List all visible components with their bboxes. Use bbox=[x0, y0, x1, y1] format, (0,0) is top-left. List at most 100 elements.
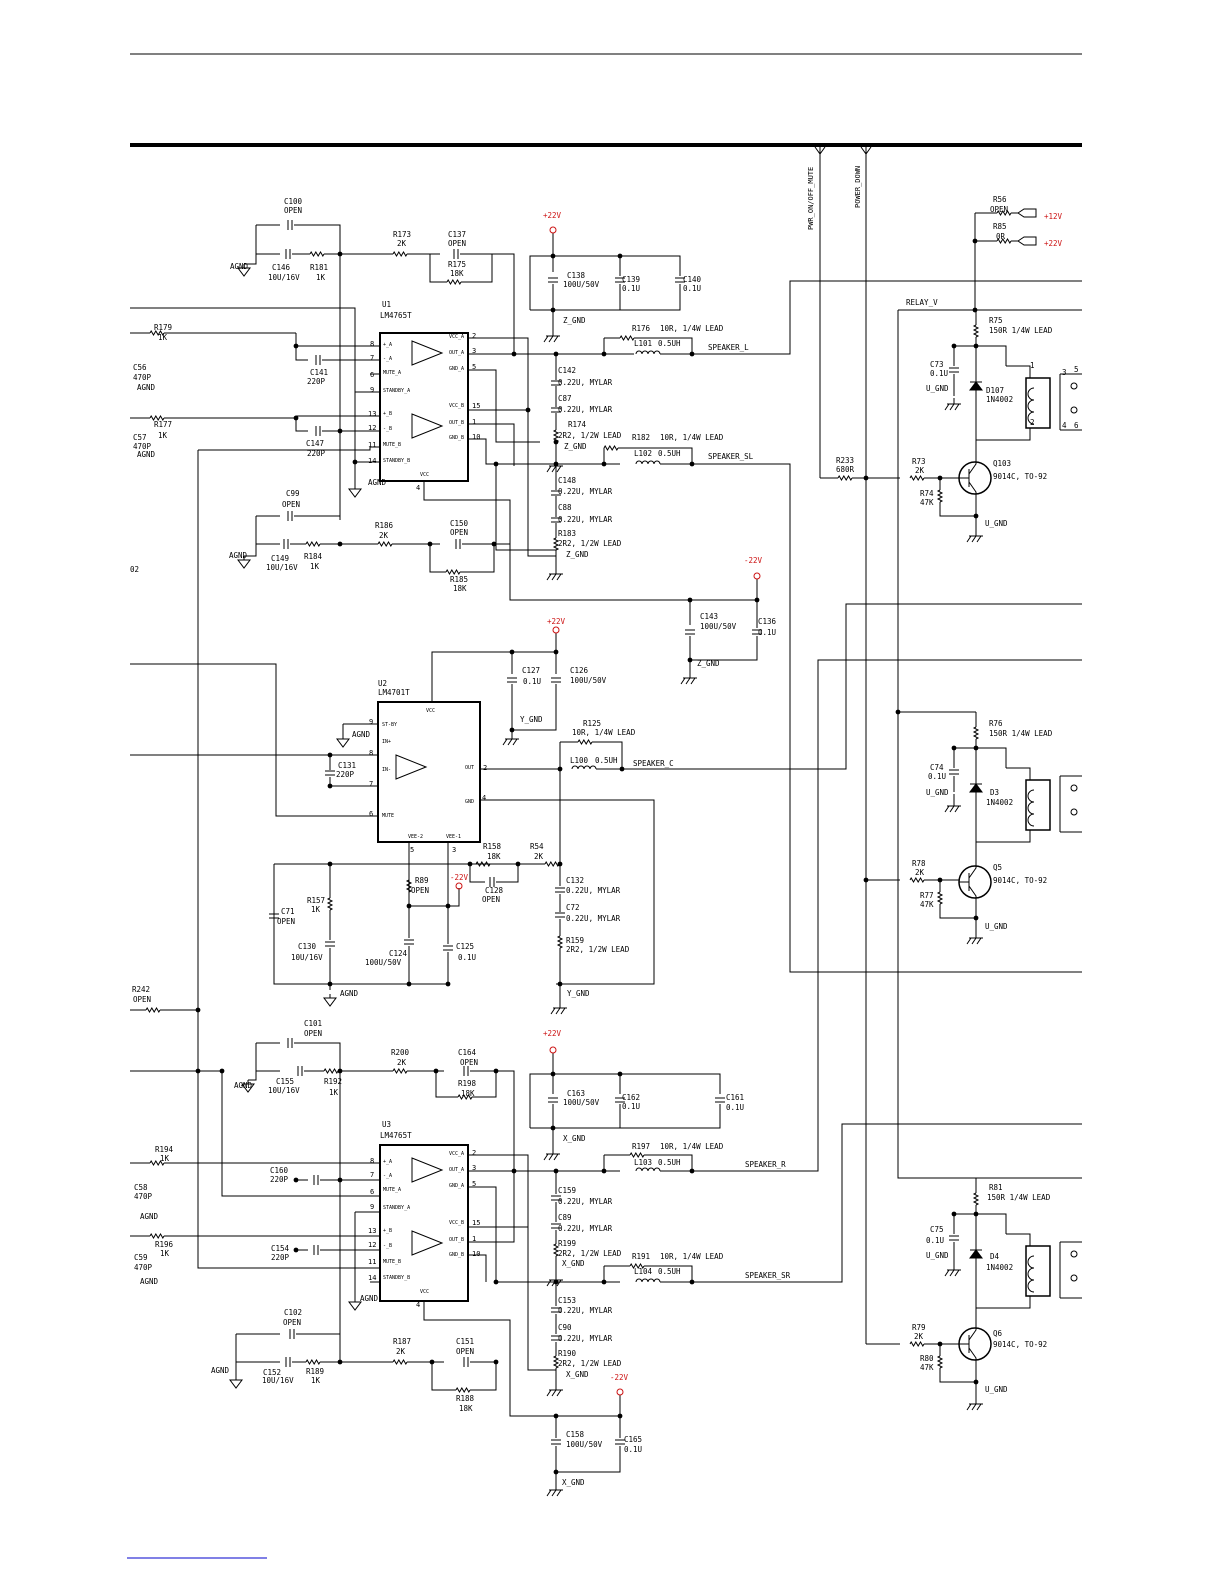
label-r80: R80 bbox=[920, 1354, 934, 1363]
label-c128: C128 bbox=[485, 886, 504, 895]
capacitor bbox=[507, 677, 517, 683]
label-r81: R81 bbox=[989, 1183, 1003, 1192]
capacitor bbox=[548, 277, 558, 283]
relay-contact bbox=[1070, 382, 1078, 390]
label-agnd2: AGND bbox=[137, 383, 156, 392]
ground-symbol bbox=[546, 568, 563, 581]
rail-arrow bbox=[860, 146, 872, 155]
junction-dot bbox=[327, 783, 333, 789]
resistor bbox=[909, 1341, 925, 1347]
label-c132: C132 bbox=[566, 876, 584, 885]
capacitor bbox=[551, 1195, 561, 1201]
label-zgnd1: Z_GND bbox=[563, 316, 586, 325]
label-spkr: SPEAKER_R bbox=[745, 1160, 786, 1169]
label-agnd4: AGND bbox=[368, 478, 387, 487]
ground-symbol bbox=[229, 1376, 243, 1389]
junction-dot bbox=[337, 1359, 343, 1365]
label-c146v: 10U/16V bbox=[268, 273, 300, 282]
label-c88v: 0.22U, MYLAR bbox=[558, 515, 613, 524]
label-c140: C140 bbox=[683, 275, 702, 284]
wire bbox=[968, 481, 977, 500]
junction-dot bbox=[689, 1168, 695, 1174]
label-relayv: RELAY_V bbox=[906, 298, 938, 307]
label-r85: R85 bbox=[993, 222, 1007, 231]
label-r191: R191 bbox=[632, 1252, 650, 1261]
resistor bbox=[323, 1068, 339, 1074]
label-ugnd4: U_GND bbox=[985, 922, 1008, 931]
wire bbox=[939, 1368, 976, 1383]
junction-dot bbox=[219, 1068, 225, 1074]
label-r56v: OPEN bbox=[990, 205, 1008, 214]
u2-pin-6: GND bbox=[465, 799, 474, 805]
junction-dot bbox=[327, 861, 333, 867]
label-c75v: 0.1U bbox=[926, 1236, 944, 1245]
label-c141v: 220P bbox=[307, 377, 326, 386]
wire bbox=[527, 338, 556, 557]
label-r175: R175 bbox=[448, 260, 466, 269]
junction-dot bbox=[337, 1068, 343, 1074]
label-r80v: 47K bbox=[920, 1363, 934, 1372]
junction-dot bbox=[973, 513, 979, 519]
wire bbox=[423, 1301, 556, 1417]
label-d107v: 1N4002 bbox=[986, 395, 1013, 404]
label-r184v: 1K bbox=[310, 562, 320, 571]
label-c131: C131 bbox=[338, 761, 356, 770]
power-terminal bbox=[616, 1388, 624, 1396]
resistor bbox=[305, 1359, 321, 1365]
label-agnd11: AGND bbox=[360, 1294, 379, 1303]
junction-dot bbox=[493, 1279, 499, 1285]
relay-coil bbox=[1025, 779, 1051, 831]
label-r181: R181 bbox=[310, 263, 328, 272]
u3-pin-5: -_B bbox=[383, 1243, 392, 1249]
resistor bbox=[972, 726, 980, 740]
ground-symbol bbox=[241, 1080, 255, 1093]
ground-symbol bbox=[237, 264, 251, 277]
junction-dot bbox=[493, 1068, 499, 1074]
label-r185v: 18K bbox=[453, 584, 467, 593]
resistor bbox=[457, 1094, 473, 1100]
junction-dot bbox=[601, 1168, 607, 1174]
u3-part: LM4765T bbox=[380, 1131, 412, 1140]
ground-symbol bbox=[966, 932, 983, 945]
wire bbox=[939, 904, 976, 919]
label-c59v: 470P bbox=[134, 1263, 153, 1272]
rail-arrow bbox=[814, 146, 826, 155]
label-c151v: OPEN bbox=[456, 1347, 474, 1356]
label-relaypins: 1 bbox=[1030, 361, 1035, 370]
wire bbox=[164, 415, 380, 419]
label-agnd1: AGND bbox=[230, 262, 249, 271]
u3-pinnum-3: 9 bbox=[370, 1203, 374, 1211]
label-c130: C130 bbox=[298, 942, 317, 951]
label-l103v: 0.5UH bbox=[658, 1158, 681, 1167]
relay-contact bbox=[1070, 406, 1078, 414]
wire bbox=[620, 284, 681, 311]
label-c147: C147 bbox=[306, 439, 324, 448]
label-c147v: 220P bbox=[307, 449, 326, 458]
junction-dot bbox=[972, 307, 978, 313]
u2-pin-2: IN- bbox=[382, 767, 391, 773]
capacitor bbox=[675, 277, 685, 283]
wire bbox=[644, 1265, 693, 1282]
resistor bbox=[619, 335, 635, 341]
u2-ref: U2 bbox=[378, 679, 387, 688]
label-spkc: SPEAKER_C bbox=[633, 759, 674, 768]
wire bbox=[468, 369, 540, 443]
label-r157v: 1K bbox=[311, 905, 321, 914]
label-c163v: 100U/50V bbox=[563, 1098, 600, 1107]
components bbox=[145, 146, 1078, 1497]
label-c125v: 0.1U bbox=[458, 953, 476, 962]
label-r177v: 1K bbox=[158, 431, 168, 440]
label-r190v: 2R2, 1/2W LEAD bbox=[558, 1359, 622, 1368]
u3-ref: U3 bbox=[382, 1120, 391, 1129]
inductor bbox=[635, 1167, 661, 1172]
capacitor bbox=[551, 490, 561, 496]
capacitor bbox=[404, 939, 414, 945]
wire bbox=[954, 747, 1007, 768]
label-p22d: +22V bbox=[1044, 239, 1063, 248]
resistor bbox=[936, 489, 944, 503]
label-r242: R242 bbox=[132, 985, 150, 994]
label-c146: C146 bbox=[272, 263, 291, 272]
u1-pin-1: -_A bbox=[383, 356, 392, 362]
junction-dot bbox=[550, 1071, 556, 1077]
wire bbox=[470, 1070, 497, 1098]
